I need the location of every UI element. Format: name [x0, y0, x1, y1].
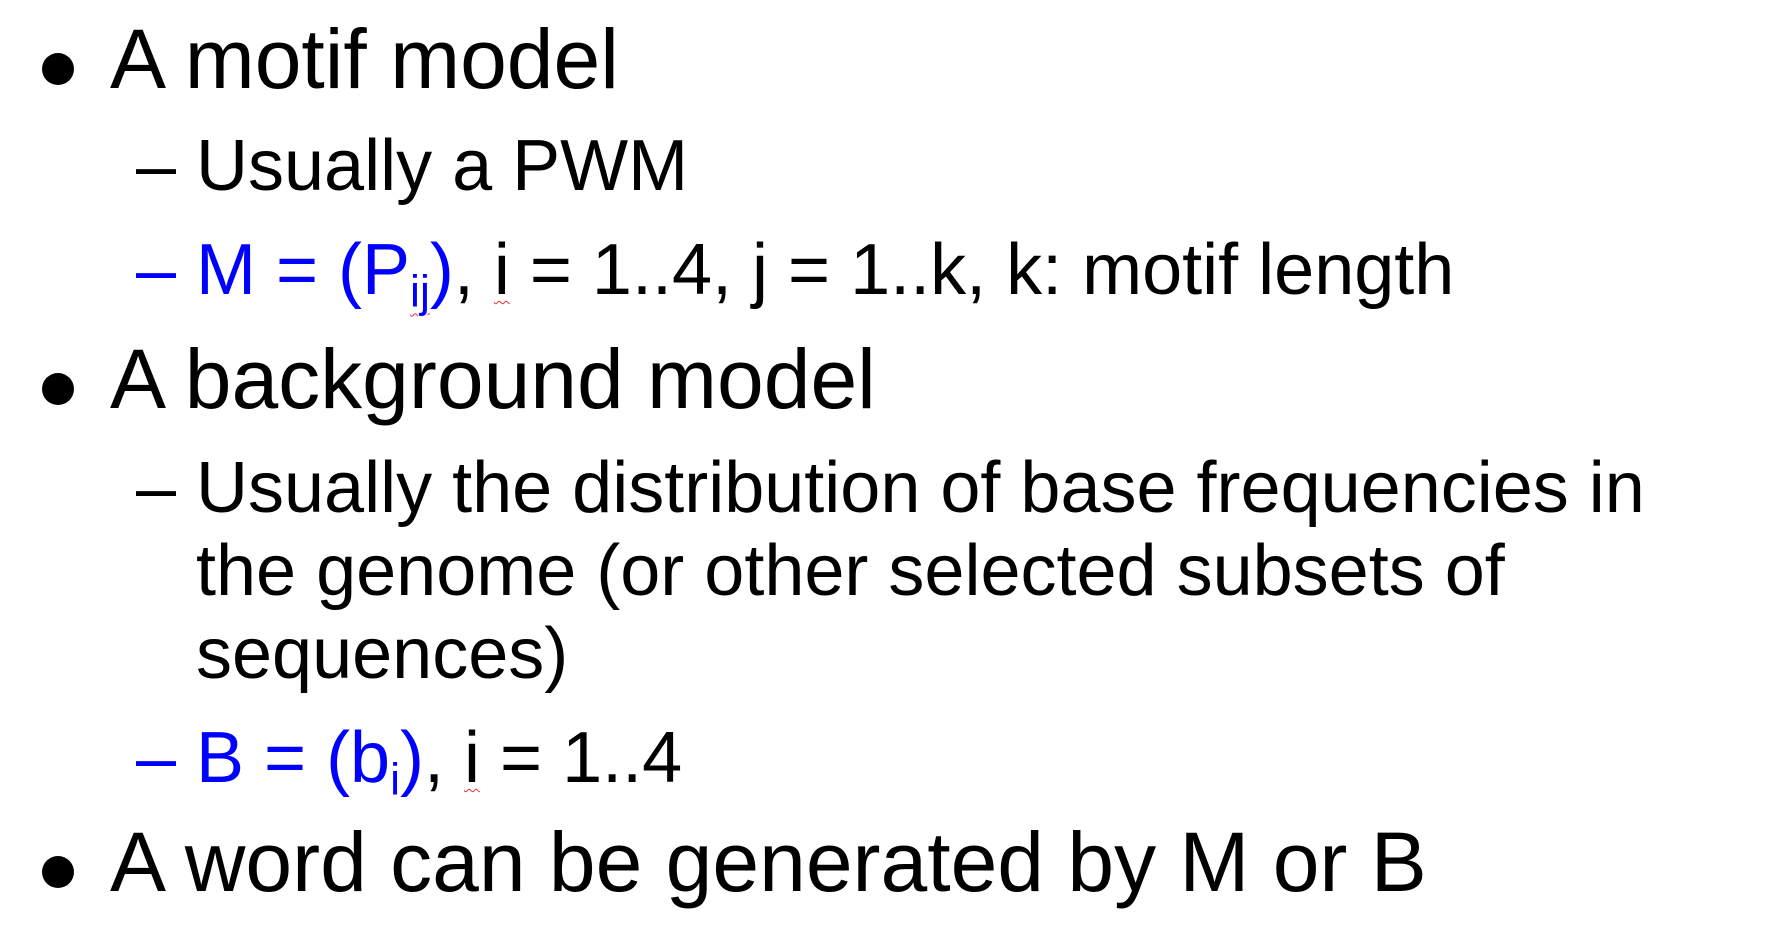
formula-i: i: [464, 718, 481, 798]
formula-rest: = 1..4: [480, 718, 683, 798]
formula-close-paren: ): [429, 230, 454, 310]
formula-rest: = 1..4, j = 1..k, k: motif length: [509, 230, 1455, 310]
bullet-text: A motif model: [110, 12, 619, 106]
formula-i: i: [493, 230, 510, 310]
formula-m: M = (Pij): [196, 230, 454, 314]
bullet-text: A word can be generated by M or B: [110, 815, 1427, 909]
formula-close-paren: ): [400, 718, 425, 798]
subbullet-formula: M = (Pij), i = 1..4, j = 1..k, k: motif …: [196, 234, 1454, 314]
bullet-dot-icon: [42, 373, 74, 405]
dash-icon: –: [136, 126, 177, 206]
subscript-i: i: [390, 755, 401, 805]
subbullet-text: Usually a PWM: [196, 126, 689, 206]
subbullet-text-line-3: sequences): [196, 614, 569, 694]
dash-icon: –: [136, 448, 177, 528]
formula-m-text: M = (P: [196, 230, 411, 310]
dash-icon: –: [136, 718, 177, 798]
subbullet-text-line-2: the genome (or other selected subsets of: [196, 531, 1505, 611]
formula-b-text: B = (b: [196, 718, 391, 798]
formula-b: B = (bi): [196, 718, 425, 802]
bullet-dot-icon: [42, 53, 74, 85]
dash-icon: –: [136, 230, 177, 310]
formula-comma: ,: [453, 230, 494, 310]
subscript-ij: ij: [410, 267, 430, 317]
formula-comma: ,: [424, 718, 465, 798]
subbullet-formula: B = (bi), i = 1..4: [196, 722, 682, 802]
bullet-dot-icon: [42, 856, 74, 888]
bullet-text: A background model: [110, 332, 876, 426]
subbullet-text-line-1: Usually the distribution of base frequen…: [196, 448, 1645, 528]
